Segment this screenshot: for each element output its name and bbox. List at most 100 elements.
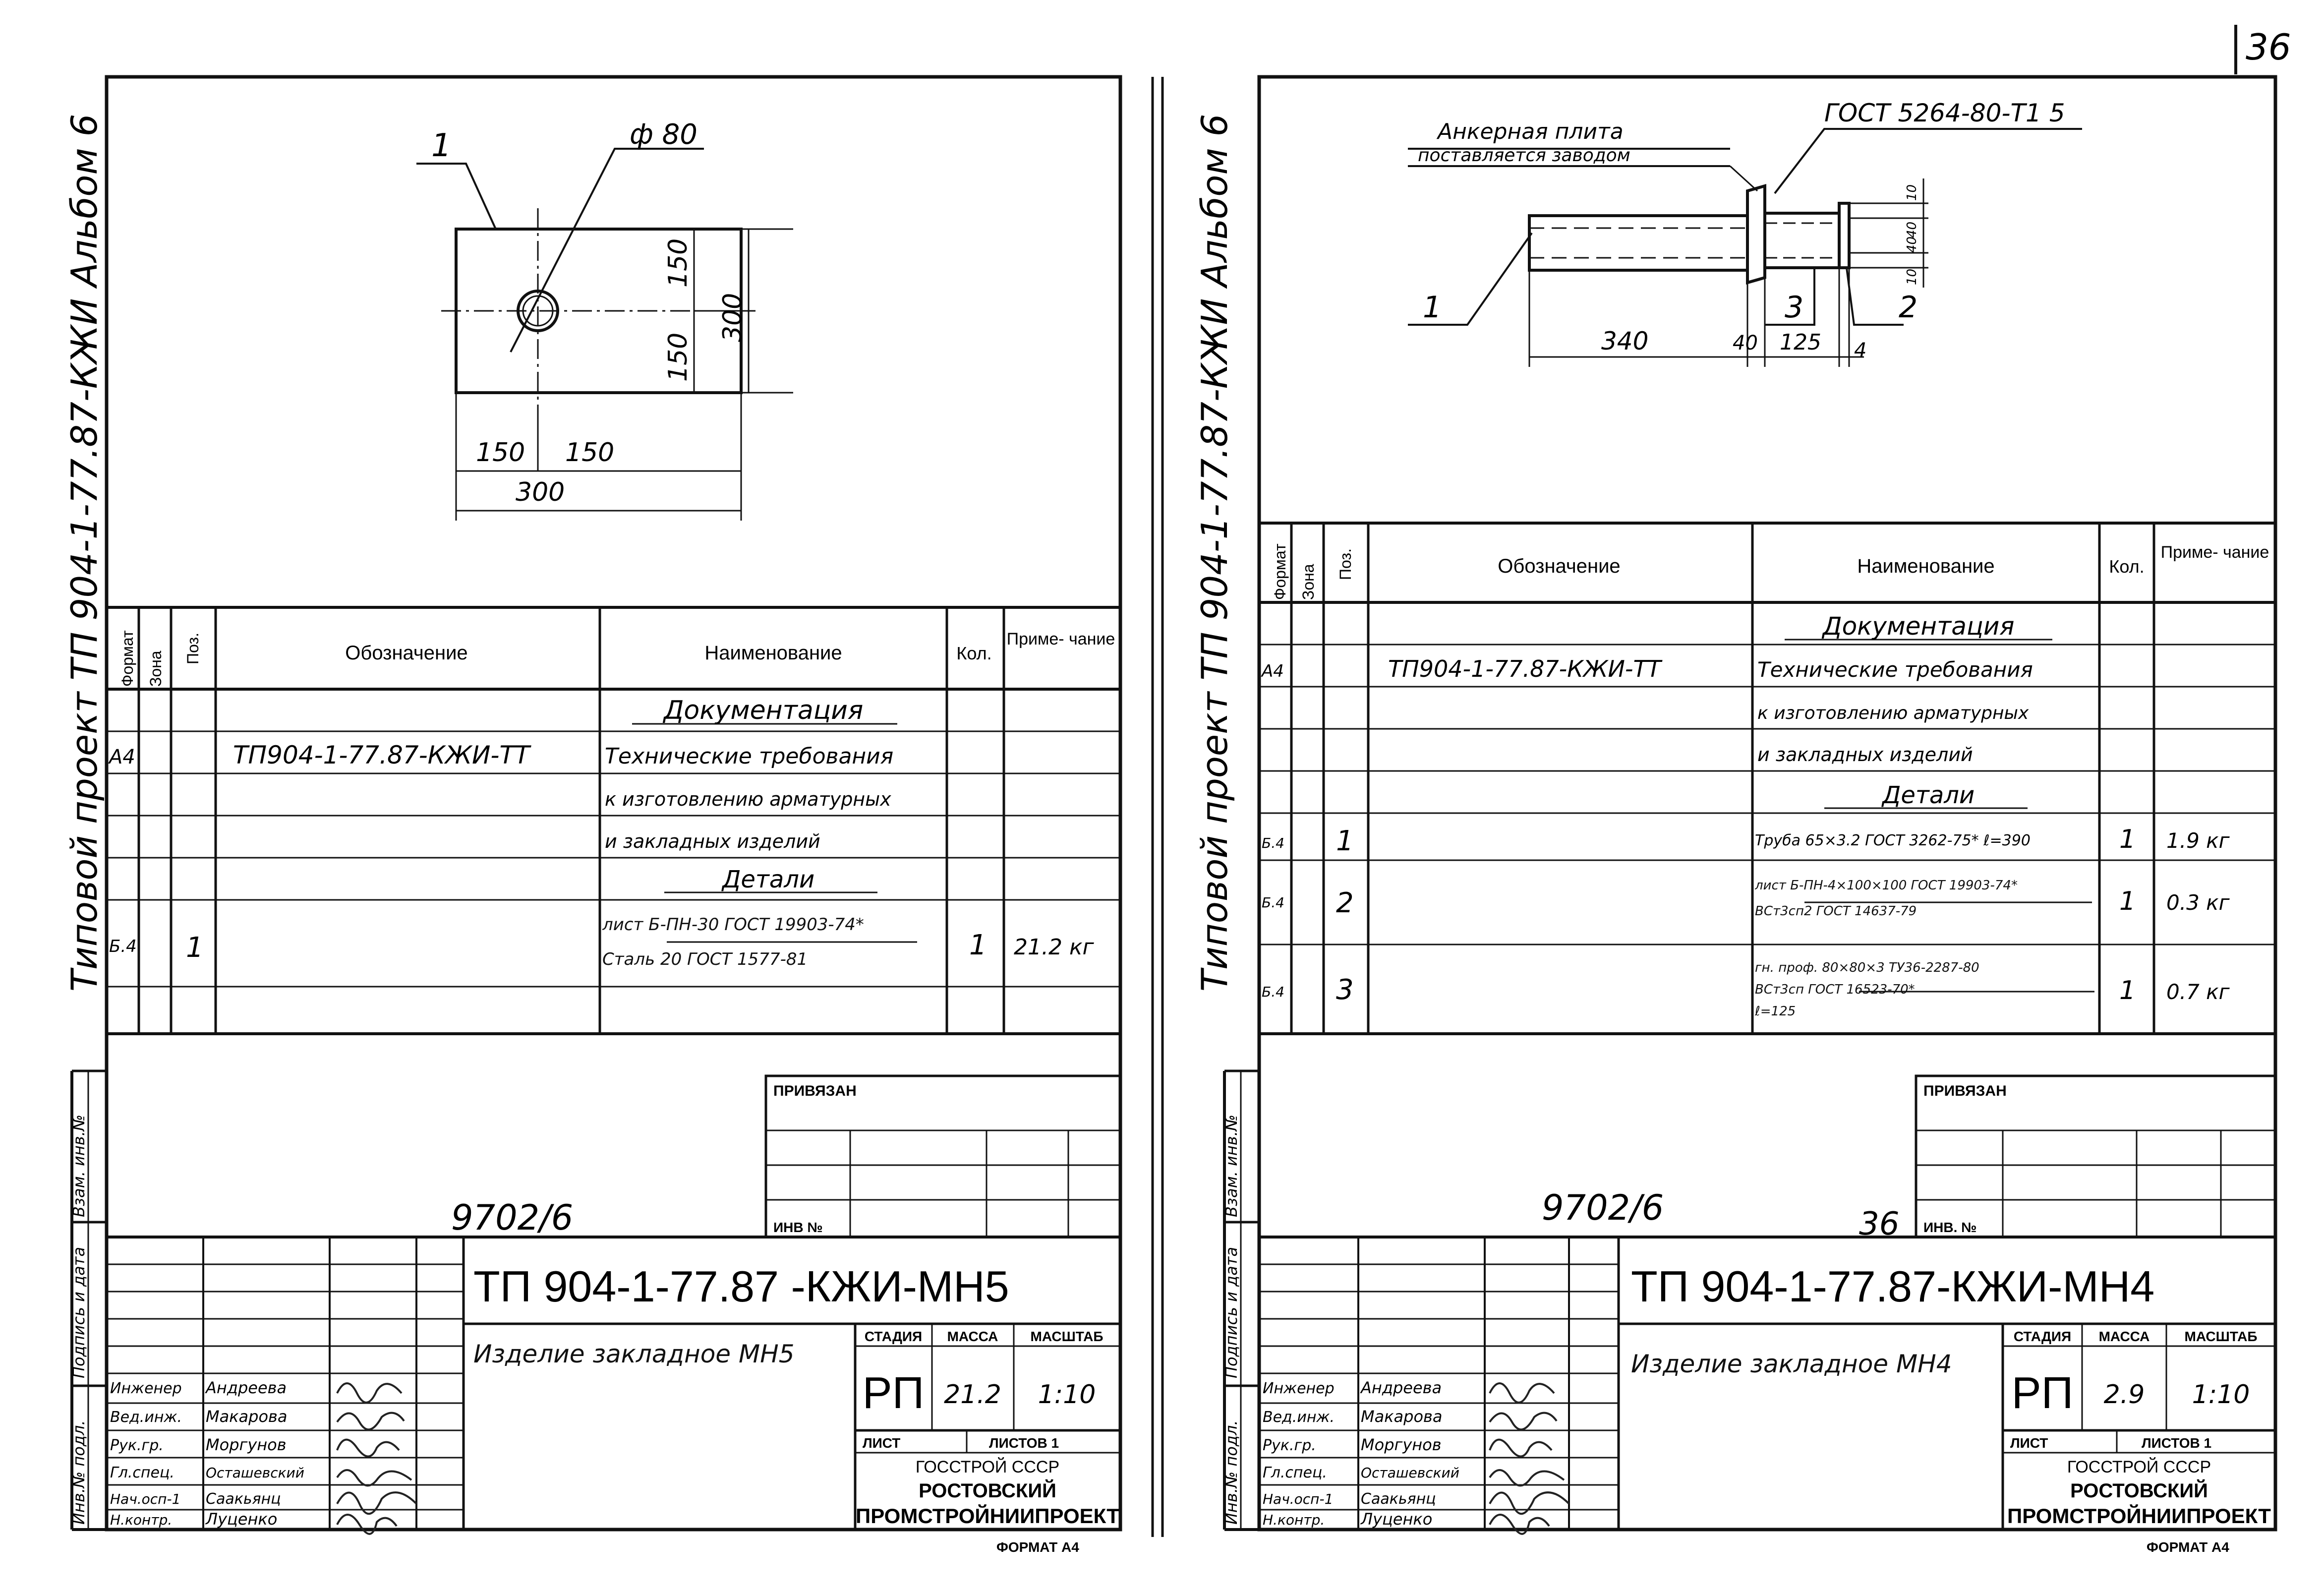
item-name: Изделие закладное МН5 [473, 1340, 795, 1368]
spec-header: Обозначение [1498, 555, 1620, 577]
handwritten-number: 9702/6 [451, 1197, 573, 1238]
spec-header: Поз. [1336, 548, 1354, 580]
signer-role: Н.контр. [1263, 1512, 1325, 1528]
spec-row-qty: 1 [2119, 976, 2136, 1005]
dim-label: 10 [1905, 269, 1919, 285]
spec-header: Наименование [704, 642, 842, 664]
spec-row-fmt: Б.4 [109, 937, 137, 956]
signer-role: Рук.гр. [1263, 1437, 1316, 1454]
dim-label: 125 [1780, 330, 1821, 355]
stage-header: МАССА [2099, 1329, 2150, 1344]
signer-name: Андреева [1360, 1378, 1442, 1397]
signer-role: Вед.инж. [110, 1409, 182, 1426]
spec-row-fmt: А4 [1261, 661, 1284, 681]
handwritten-number: 36 [1859, 1206, 1899, 1242]
spec-header: Формат [1271, 543, 1289, 600]
dim-label: 150 [476, 438, 525, 468]
spec-row-pos: 2 [1336, 887, 1354, 919]
signer-role: Гл.спец. [110, 1464, 174, 1481]
spec-row-name: и закладных изделий [605, 830, 820, 852]
item-name: Изделие закладное МН4 [1631, 1350, 1952, 1378]
org-line: ПРОМСТРОЙНИИПРОЕКТ [856, 1504, 1119, 1528]
stage-header: МАССА [947, 1329, 998, 1344]
sheet-label: ЛИСТ [863, 1435, 900, 1451]
signer-name: Андреева [205, 1378, 287, 1397]
dim-label: 40 [1905, 222, 1919, 238]
signer-role: Вед.инж. [1263, 1409, 1335, 1426]
spec-header: Приме- чание [1007, 630, 1115, 649]
spec-row-name: Документация [663, 696, 863, 725]
title-code: ТП 904-1-77.87-КЖИ-МН4 [1631, 1262, 2154, 1311]
spec-header: Зона [147, 650, 165, 687]
spec-row-name: Технические требования [605, 744, 893, 769]
signer-role: Гл.спец. [1263, 1464, 1327, 1481]
org-line: ГОССТРОЙ СССР [2067, 1458, 2211, 1476]
spec-row-fmt: Б.4 [1262, 984, 1284, 1000]
signer-name: Осташевский [1361, 1465, 1459, 1481]
dim-label: 4 [1854, 339, 1866, 362]
dim-label: 340 [1601, 327, 1648, 355]
vertical-title: Типовой проект ТП 904-1-77.87-КЖИ Альбом… [1194, 114, 1235, 992]
stage-header: МАСШТАБ [1031, 1329, 1104, 1344]
mass-value: 21.2 [944, 1380, 1001, 1410]
supplied-label: поставляется заводом [1418, 145, 1630, 166]
signer-role: Инженер [110, 1380, 182, 1397]
stage-header: СТАДИЯ [2014, 1329, 2071, 1344]
spec-header: Формат [118, 630, 136, 687]
spec-row-pos: 3 [1336, 974, 1354, 1006]
sheet-label: ЛИСТ [2010, 1435, 2048, 1451]
spec-row-name: к изготовлению арматурных [605, 788, 891, 810]
scale-value: 1:10 [2192, 1380, 2250, 1410]
spec-header: Кол. [956, 643, 991, 663]
spec-row-name: Детали [721, 866, 814, 893]
signer-name: Моргунов [1361, 1435, 1442, 1454]
spec-header: Кол. [2109, 556, 2144, 577]
spec-row-fmt: А4 [108, 746, 135, 768]
title-code: ТП 904-1-77.87 -КЖИ-МН5 [473, 1262, 1009, 1311]
spec-row-name: лист Б-ПН-4×100×100 ГОСТ 19903-74*ВСт3сп… [1755, 878, 2018, 919]
stage-value: РП [863, 1368, 925, 1418]
signer-name: Макарова [1361, 1407, 1443, 1426]
dim-label: 150 [663, 333, 693, 382]
spec-row-code: ТП904-1-77.87-КЖИ-ТТ [1388, 655, 1663, 682]
spec-row-name: лист Б-ПН-30 ГОСТ 19903-74*Сталь 20 ГОСТ… [602, 915, 864, 969]
page-number: 36 [2246, 26, 2291, 68]
signer-role: Нач.осп-1 [110, 1491, 180, 1507]
spec-row-code: ТП904-1-77.87-КЖИ-ТТ [233, 741, 531, 769]
stage-header: МАСШТАБ [2185, 1329, 2258, 1344]
signer-name: Саакьянц [1361, 1490, 1436, 1508]
vertical-title: Типовой проект ТП 904-1-77.87-КЖИ Альбом… [63, 114, 105, 992]
leader-label: 2 [1899, 290, 1917, 325]
signer-role: Н.контр. [110, 1512, 172, 1528]
side-label: Подпись и дата [69, 1247, 88, 1378]
signer-name: Саакьянц [206, 1490, 281, 1508]
sheets-label: ЛИСТОВ 1 [989, 1435, 1059, 1451]
dim-label: 40 [1733, 332, 1758, 354]
leader-label: 1 [431, 127, 452, 164]
signer-role: Нач.осп-1 [1263, 1491, 1333, 1507]
spec-row-name: Документация [1822, 612, 2015, 641]
spec-row-note: 0.7 кг [2166, 980, 2230, 1004]
org-line: РОСТОВСКИЙ [919, 1479, 1056, 1502]
inv-label: ИНВ № [773, 1220, 823, 1235]
side-label: Подпись и дата [1222, 1247, 1241, 1378]
format-label: ФОРМАТ А4 [2147, 1539, 2229, 1555]
signer-name: Макарова [206, 1407, 288, 1426]
format-label: ФОРМАТ А4 [996, 1539, 1079, 1555]
stage-header: СТАДИЯ [865, 1329, 922, 1344]
signature-marks [336, 1382, 1570, 1535]
diameter-label: ф 80 [630, 118, 697, 151]
dim-label: 300 [516, 477, 565, 507]
signer-role: Инженер [1263, 1380, 1335, 1397]
signer-name: Осташевский [206, 1465, 304, 1481]
spec-header: Зона [1299, 564, 1317, 600]
spec-row-qty: 1 [969, 929, 987, 961]
signer-role: Рук.гр. [110, 1437, 164, 1454]
anchor-plate-label: Анкерная плита [1436, 119, 1624, 144]
spec-row-name: к изготовлению арматурных [1757, 703, 2029, 723]
spec-header: Приме- чание [2161, 543, 2269, 562]
spec-row-qty: 1 [2119, 825, 2136, 854]
org-line: РОСТОВСКИЙ [2070, 1479, 2208, 1502]
